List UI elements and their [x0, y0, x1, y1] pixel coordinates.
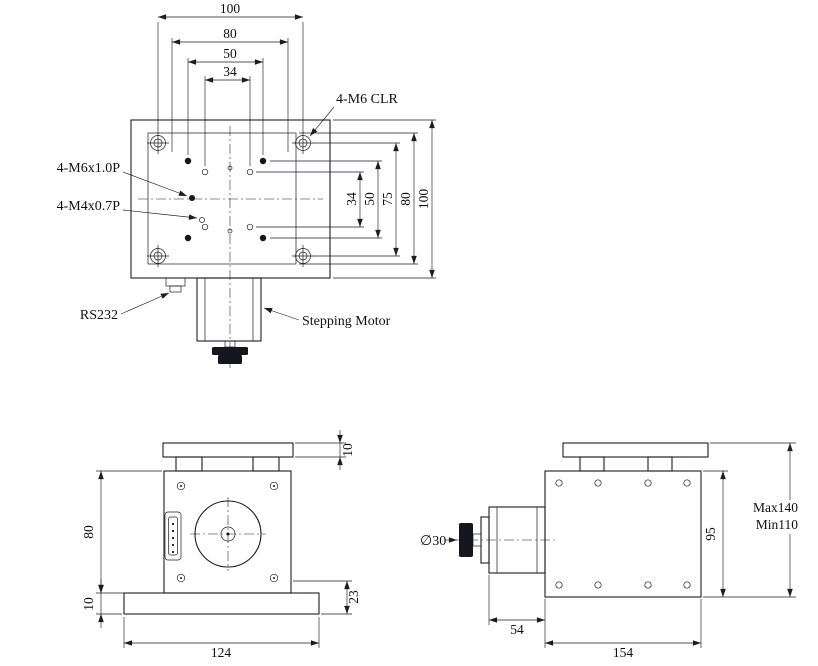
mounting-hole [292, 132, 314, 154]
label-m6-clr: 4-M6 CLR [336, 92, 399, 107]
mounting-hole [147, 245, 169, 267]
dim-50-right: 50 [362, 192, 377, 206]
side-dimensions: ∅30 95 Max140 Min110 54 154 [420, 442, 799, 660]
adjust-knob [212, 347, 248, 355]
leader-m6-clr [309, 106, 335, 137]
rs232-connector [165, 277, 186, 293]
callouts: 4-M6 CLR 4-M6x1.0P 4-M4x0.7P RS232 Stepp… [57, 92, 399, 329]
top-table [562, 442, 709, 458]
m6-tapped-holes [184, 157, 267, 242]
adjust-knob [459, 523, 473, 557]
dim-75-right: 75 [380, 192, 395, 206]
corner-mounting-holes [147, 132, 314, 267]
label-stepping-motor: Stepping Motor [302, 314, 391, 329]
corner-screws [176, 481, 279, 583]
dim-max-height: Max140 [753, 500, 798, 515]
dim-154-width: 154 [613, 645, 634, 660]
top-view: 100 80 50 34 34 50 75 80 [57, 1, 436, 368]
label-m6-tap: 4-M6x1.0P [57, 161, 121, 176]
dim-min-height: Min110 [756, 517, 799, 532]
dim-124-width: 124 [211, 645, 232, 660]
body-screws [555, 479, 691, 589]
stepping-motor [196, 277, 262, 364]
top-table [162, 442, 294, 458]
mounting-hole [147, 132, 169, 154]
rs232-port [164, 511, 182, 561]
leader-stepping-motor [263, 307, 300, 321]
base-plate [123, 592, 320, 615]
leader-m6-tap [122, 171, 188, 197]
leader-rs232 [120, 292, 170, 315]
dim-50-top: 50 [223, 46, 237, 61]
dim-23-right: 23 [346, 590, 361, 604]
dim-80-top: 80 [223, 26, 237, 41]
top-dimensions: 100 80 50 34 [157, 1, 304, 166]
dim-34-top: 34 [223, 64, 237, 79]
right-dimensions: 34 50 75 80 100 [256, 119, 436, 279]
dim-95-height: 95 [703, 527, 718, 541]
dim-10-base: 10 [81, 597, 96, 611]
motor-assembly [450, 506, 556, 574]
motor-face [190, 497, 266, 571]
dim-80-height: 80 [81, 525, 96, 539]
front-view: 10 80 10 23 124 [81, 430, 361, 660]
leader-m4-tap [122, 209, 198, 220]
dim-34-right: 34 [344, 192, 359, 206]
label-rs232: RS232 [80, 308, 118, 323]
table-outline [147, 132, 297, 265]
dim-100-right: 100 [416, 189, 431, 210]
dim-knob-dia: ∅30 [420, 534, 446, 549]
side-view: ∅30 95 Max140 Min110 54 154 [420, 442, 799, 660]
dim-100-top: 100 [220, 1, 241, 16]
label-m4-tap: 4-M4x0.7P [57, 199, 121, 214]
dim-10-table: 10 [340, 443, 355, 457]
dim-80-right: 80 [398, 192, 413, 206]
mounting-hole [292, 245, 314, 267]
dim-54-motor: 54 [510, 622, 524, 637]
stage-body [544, 470, 702, 598]
m4-tapped-holes [199, 165, 254, 234]
front-dimensions: 10 80 10 23 124 [81, 430, 361, 660]
